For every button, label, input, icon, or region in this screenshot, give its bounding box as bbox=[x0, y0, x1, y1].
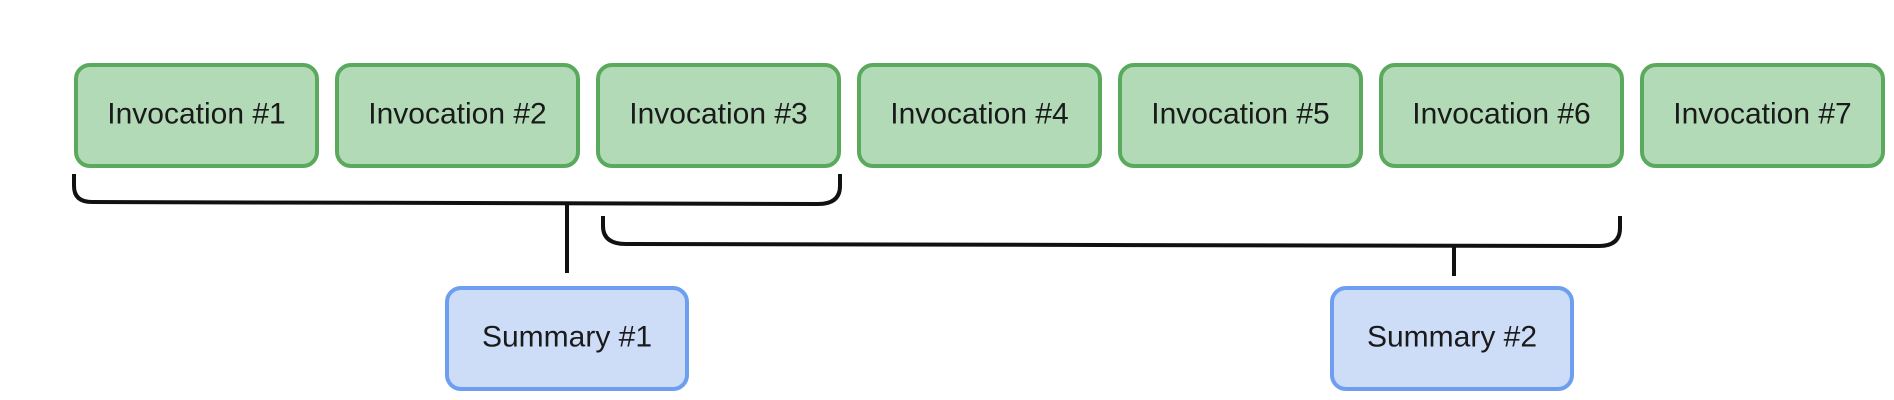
summary-2-bracket bbox=[601, 216, 1622, 248]
invocation-label: Invocation #3 bbox=[629, 97, 807, 130]
invocation-label: Invocation #2 bbox=[368, 97, 546, 130]
invocation-label: Invocation #6 bbox=[1412, 97, 1590, 130]
invocation-node-6: Invocation #6 bbox=[1379, 63, 1624, 168]
invocation-node-3: Invocation #3 bbox=[596, 63, 841, 168]
summary-node-2: Summary #2 bbox=[1330, 286, 1574, 391]
bracket-group bbox=[72, 174, 1622, 276]
summary-node-1: Summary #1 bbox=[445, 286, 689, 391]
invocation-node-4: Invocation #4 bbox=[857, 63, 1102, 168]
summary-row: Summary #1 Summary #2 bbox=[445, 286, 1574, 391]
invocation-row: Invocation #1 Invocation #2 Invocation #… bbox=[74, 63, 1885, 168]
invocation-node-5: Invocation #5 bbox=[1118, 63, 1363, 168]
invocation-label: Invocation #5 bbox=[1151, 97, 1329, 130]
invocation-node-7: Invocation #7 bbox=[1640, 63, 1885, 168]
invocation-label: Invocation #4 bbox=[890, 97, 1068, 130]
invocation-node-1: Invocation #1 bbox=[74, 63, 319, 168]
summary-1-bracket bbox=[72, 174, 842, 206]
summary-label: Summary #1 bbox=[482, 320, 652, 353]
invocation-label: Invocation #1 bbox=[107, 97, 285, 130]
invocation-node-2: Invocation #2 bbox=[335, 63, 580, 168]
invocation-label: Invocation #7 bbox=[1673, 97, 1851, 130]
summary-label: Summary #2 bbox=[1367, 320, 1537, 353]
